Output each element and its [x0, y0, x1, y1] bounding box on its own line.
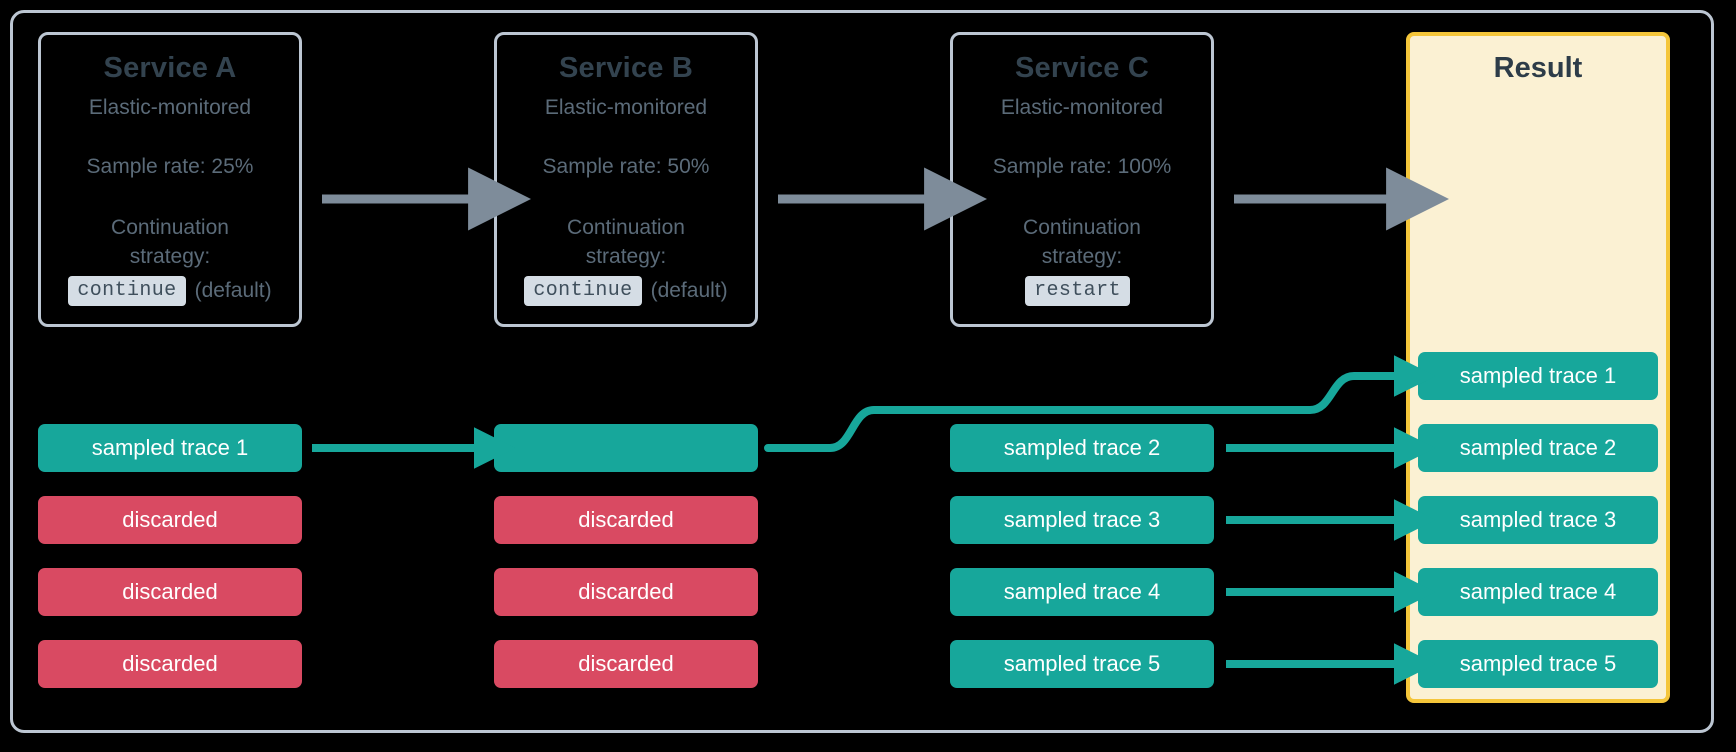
service-b-strategy-label-line2: strategy: [585, 245, 667, 269]
service-card-b: Service B Elastic-monitored Sample rate:… [494, 32, 758, 327]
service-b-trace-row-3[interactable]: discarded [494, 568, 758, 616]
service-b-trace-row-4[interactable]: discarded [494, 640, 758, 688]
service-b-monitored: Elastic-monitored [544, 95, 708, 119]
service-a-trace-row-3[interactable]: discarded [38, 568, 302, 616]
service-a-monitored: Elastic-monitored [88, 95, 252, 119]
service-a-trace-row-2[interactable]: discarded [38, 496, 302, 544]
service-b-strategy-value: continue [524, 276, 642, 307]
service-b-sample-rate: Sample rate: 50% [542, 155, 710, 179]
result-title: Result [1493, 52, 1583, 84]
service-c-monitored: Elastic-monitored [1000, 95, 1164, 119]
service-a-strategy-note: (default) [194, 279, 272, 303]
service-b-trace-row-2[interactable]: discarded [494, 496, 758, 544]
service-b-strategy-line: continue (default) [524, 276, 728, 307]
result-trace-3[interactable]: sampled trace 3 [1418, 496, 1658, 544]
service-c-strategy-value: restart [1025, 276, 1130, 307]
service-a-strategy-label-line1: Continuation [111, 216, 229, 240]
service-c-strategy-line: restart [1025, 276, 1139, 307]
result-trace-2[interactable]: sampled trace 2 [1418, 424, 1658, 472]
service-c-strategy-label-line1: Continuation [1023, 216, 1141, 240]
service-c-title: Service C [1015, 52, 1149, 84]
service-a-trace-row-4[interactable]: discarded [38, 640, 302, 688]
service-b-strategy-label-line1: Continuation [567, 216, 685, 240]
service-card-c: Service C Elastic-monitored Sample rate:… [950, 32, 1214, 327]
service-b-strategy-label: Continuation strategy: [567, 214, 685, 272]
service-c-trace-row-4[interactable]: sampled trace 5 [950, 640, 1214, 688]
service-a-sample-rate: Sample rate: 25% [86, 155, 254, 179]
service-a-strategy-line: continue (default) [68, 276, 272, 307]
service-c-strategy-label-line2: strategy: [1041, 245, 1123, 269]
service-a-strategy-label-line2: strategy: [129, 245, 211, 269]
service-c-trace-row-2[interactable]: sampled trace 3 [950, 496, 1214, 544]
service-card-a: Service A Elastic-monitored Sample rate:… [38, 32, 302, 327]
service-c-sample-rate: Sample rate: 100% [992, 155, 1172, 179]
service-c-strategy-label: Continuation strategy: [1023, 214, 1141, 272]
service-c-trace-row-3[interactable]: sampled trace 4 [950, 568, 1214, 616]
result-trace-5[interactable]: sampled trace 5 [1418, 640, 1658, 688]
service-a-title: Service A [103, 52, 237, 84]
result-trace-4[interactable]: sampled trace 4 [1418, 568, 1658, 616]
service-a-strategy-value: continue [68, 276, 186, 307]
service-b-title: Service B [559, 52, 693, 84]
service-b-trace-row-1[interactable] [494, 424, 758, 472]
service-b-strategy-note: (default) [650, 279, 728, 303]
service-a-trace-row-1[interactable]: sampled trace 1 [38, 424, 302, 472]
service-c-trace-row-1[interactable]: sampled trace 2 [950, 424, 1214, 472]
result-trace-1[interactable]: sampled trace 1 [1418, 352, 1658, 400]
service-a-strategy-label: Continuation strategy: [111, 214, 229, 272]
